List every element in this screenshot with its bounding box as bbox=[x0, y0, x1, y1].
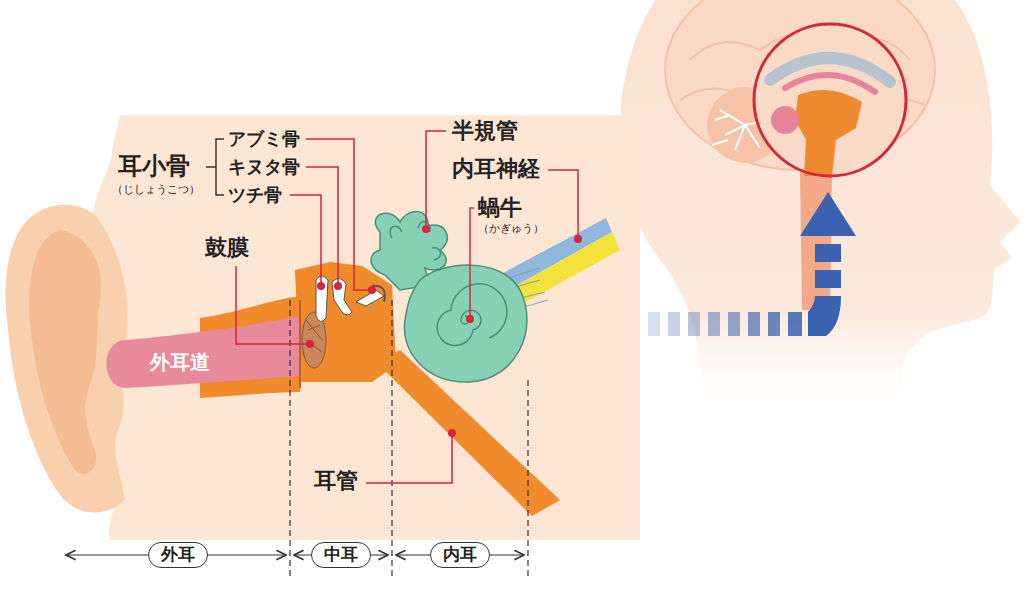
part-label: 耳管 bbox=[314, 468, 358, 494]
region-capsule: 中耳 bbox=[311, 542, 371, 567]
region-label: 中耳 bbox=[324, 544, 358, 564]
part-label: 外耳道 bbox=[150, 350, 210, 374]
part-label: 半規管 bbox=[452, 118, 518, 144]
region-label: 内耳 bbox=[443, 544, 477, 564]
part-label: 鼓膜 bbox=[205, 235, 249, 261]
part-label: アブミ骨 bbox=[228, 128, 300, 150]
part-label: ツチ骨 bbox=[228, 184, 282, 206]
region-capsule: 外耳 bbox=[148, 542, 208, 567]
part-label: （じしょうこつ） bbox=[112, 183, 200, 196]
part-label: （かぎゅう） bbox=[478, 222, 544, 235]
part-label: 蝸牛 bbox=[478, 195, 522, 221]
part-label: キヌタ骨 bbox=[228, 156, 300, 178]
part-label: 内耳神経 bbox=[452, 156, 540, 182]
part-label: 耳小骨 bbox=[118, 152, 190, 181]
region-label: 外耳 bbox=[161, 544, 195, 564]
region-capsule: 内耳 bbox=[430, 542, 490, 567]
